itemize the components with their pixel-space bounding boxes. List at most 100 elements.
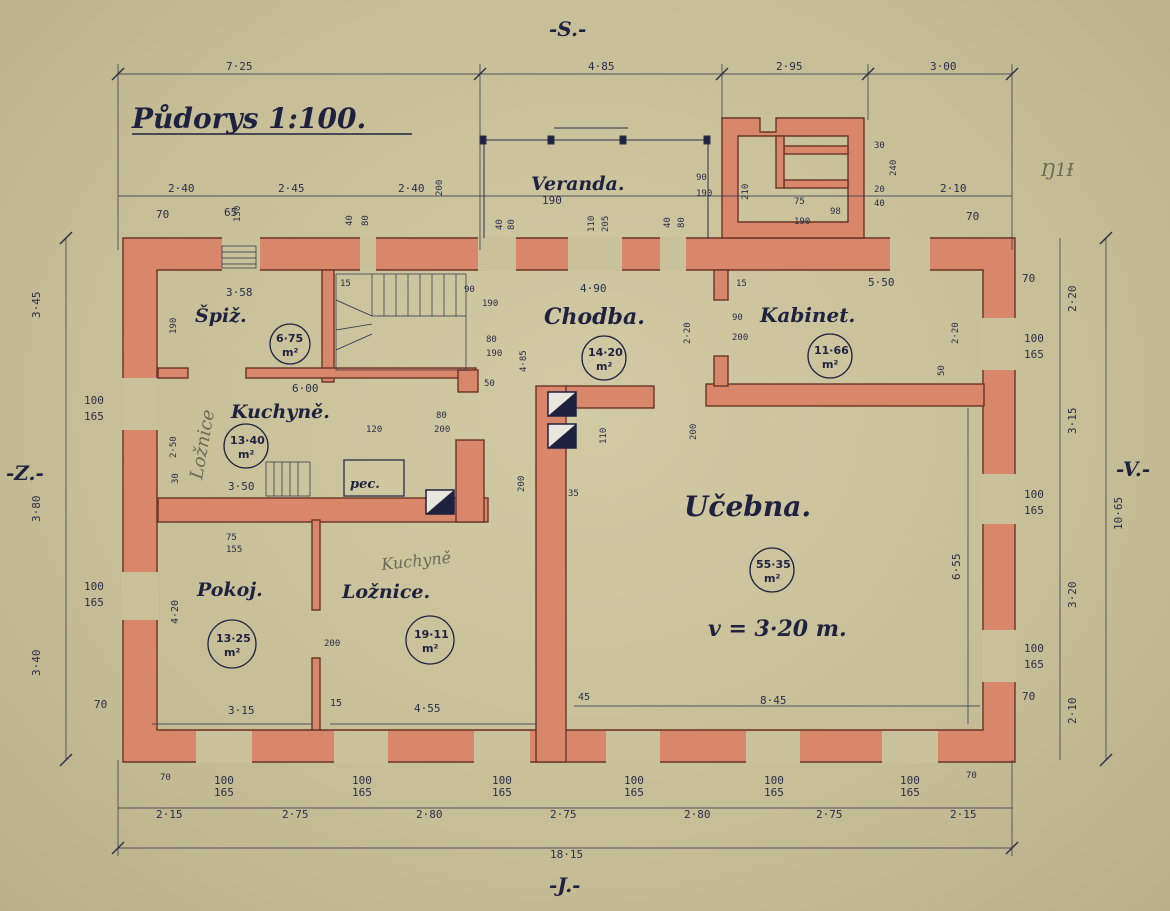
svg-text:40: 40 [663, 217, 673, 228]
dim-bottom-1: 2·15 [156, 808, 183, 821]
south-label: -J.- [549, 873, 580, 897]
svg-text:15: 15 [736, 279, 747, 289]
svg-text:190: 190 [696, 189, 712, 199]
pokoj-loznice-wall-a [311, 519, 321, 611]
stove [343, 459, 405, 497]
annex-partition-a [783, 145, 849, 155]
area-kuchyne: 13·40 m² [223, 423, 269, 469]
svg-text:200: 200 [732, 333, 748, 343]
dim-bottom-6: 2·75 [816, 808, 843, 821]
room-loznice: Ložnice. [341, 581, 430, 603]
stove-label: pec. [350, 477, 380, 492]
svg-text:80: 80 [677, 217, 687, 228]
west-label: -Z.- [6, 461, 44, 485]
svg-text:15: 15 [340, 279, 351, 289]
svg-text:2·20: 2·20 [951, 322, 961, 344]
kabinet-wall-top [713, 269, 729, 301]
svg-text:210: 210 [741, 184, 751, 200]
svg-text:4·90: 4·90 [580, 282, 607, 295]
svg-text:15: 15 [330, 698, 342, 709]
svg-text:70: 70 [160, 773, 171, 783]
dim-left-2: 3·80 [30, 496, 43, 523]
svg-text:70: 70 [1022, 272, 1035, 285]
svg-text:3·58: 3·58 [226, 286, 253, 299]
dim-top-1: 7·25 [226, 60, 253, 73]
svg-text:40: 40 [345, 215, 355, 226]
dim-right-total: 10·65 [1112, 497, 1125, 530]
svg-text:14·20: 14·20 [588, 346, 623, 359]
svg-text:165: 165 [624, 786, 644, 799]
svg-text:3·50: 3·50 [228, 480, 255, 493]
svg-text:100: 100 [624, 774, 644, 787]
svg-text:70: 70 [156, 208, 169, 221]
svg-text:165: 165 [492, 786, 512, 799]
svg-text:120: 120 [366, 425, 382, 435]
svg-text:190: 190 [482, 299, 498, 309]
svg-text:240: 240 [889, 160, 899, 176]
svg-text:4·55: 4·55 [414, 702, 441, 715]
dim-bottom-3: 2·80 [416, 808, 443, 821]
svg-text:m²: m² [596, 360, 612, 373]
plan-title: Půdorys 1:100. [131, 102, 366, 135]
inner-dims: 70 65 130 40 80 200 40 80 190 110 205 40… [94, 141, 1035, 783]
svg-text:200: 200 [434, 425, 450, 435]
svg-text:100: 100 [84, 580, 104, 593]
svg-text:11·66: 11·66 [814, 344, 849, 357]
svg-text:5·50: 5·50 [868, 276, 895, 289]
dim-upper-4: 2·10 [940, 182, 967, 195]
svg-text:70: 70 [966, 771, 977, 781]
annex-partition-b [783, 179, 849, 189]
area-loznice: 19·11 m² [405, 615, 455, 665]
room-spiz: Špiž. [195, 304, 247, 327]
area-pokoj: 13·25 m² [207, 619, 257, 669]
svg-text:155: 155 [226, 545, 242, 555]
svg-text:100: 100 [214, 774, 234, 787]
dim-upper-3: 2·40 [398, 182, 425, 195]
svg-text:90: 90 [696, 173, 707, 183]
svg-text:m²: m² [282, 346, 298, 359]
svg-text:100: 100 [764, 774, 784, 787]
svg-text:90: 90 [464, 285, 475, 295]
ucebna-height: v = 3·20 m. [708, 616, 847, 642]
svg-text:90: 90 [732, 313, 743, 323]
svg-text:m²: m² [822, 358, 838, 371]
dim-top-3: 2·95 [776, 60, 803, 73]
svg-text:40: 40 [874, 199, 885, 209]
area-chodba: 14·20 m² [581, 335, 627, 381]
room-kuchyne: Kuchyně. [230, 401, 330, 423]
area-kabinet: 11·66 m² [807, 333, 853, 379]
veranda-outline [479, 127, 711, 238]
area-ucebna: 55·35 m² [749, 547, 795, 593]
bottom-window-gaps [122, 237, 1016, 763]
svg-text:200: 200 [324, 639, 340, 649]
svg-text:4·85: 4·85 [519, 350, 529, 372]
dim-left-3: 3·40 [30, 650, 43, 677]
dim-upper-2: 2·45 [278, 182, 305, 195]
svg-text:200: 200 [517, 476, 527, 492]
svg-text:200: 200 [689, 424, 699, 440]
svg-text:75: 75 [794, 197, 805, 207]
svg-text:165: 165 [214, 786, 234, 799]
svg-text:70: 70 [966, 210, 979, 223]
chimney-block [455, 439, 485, 523]
dim-bottom-7: 2·15 [950, 808, 977, 821]
svg-text:80: 80 [507, 219, 517, 230]
svg-text:165: 165 [1024, 504, 1044, 517]
svg-text:6·00: 6·00 [292, 382, 319, 395]
stair-corner [457, 369, 479, 393]
east-label: -V.- [1116, 457, 1150, 481]
svg-text:6·75: 6·75 [276, 332, 303, 345]
ucebna-north-right [705, 383, 985, 407]
svg-text:13·25: 13·25 [216, 632, 251, 645]
svg-text:75: 75 [226, 533, 237, 543]
chimneys [425, 391, 577, 515]
svg-text:70: 70 [1022, 690, 1035, 703]
kitchen-north-wall [245, 367, 477, 379]
svg-text:80: 80 [486, 335, 497, 345]
svg-text:165: 165 [900, 786, 920, 799]
pencil-loznice: Ložnice [186, 408, 219, 482]
spiz-wall-left [157, 367, 189, 379]
dimension-ticks [59, 67, 1113, 855]
area-spiz: 6·75 m² [269, 323, 311, 365]
svg-text:m²: m² [422, 642, 438, 655]
